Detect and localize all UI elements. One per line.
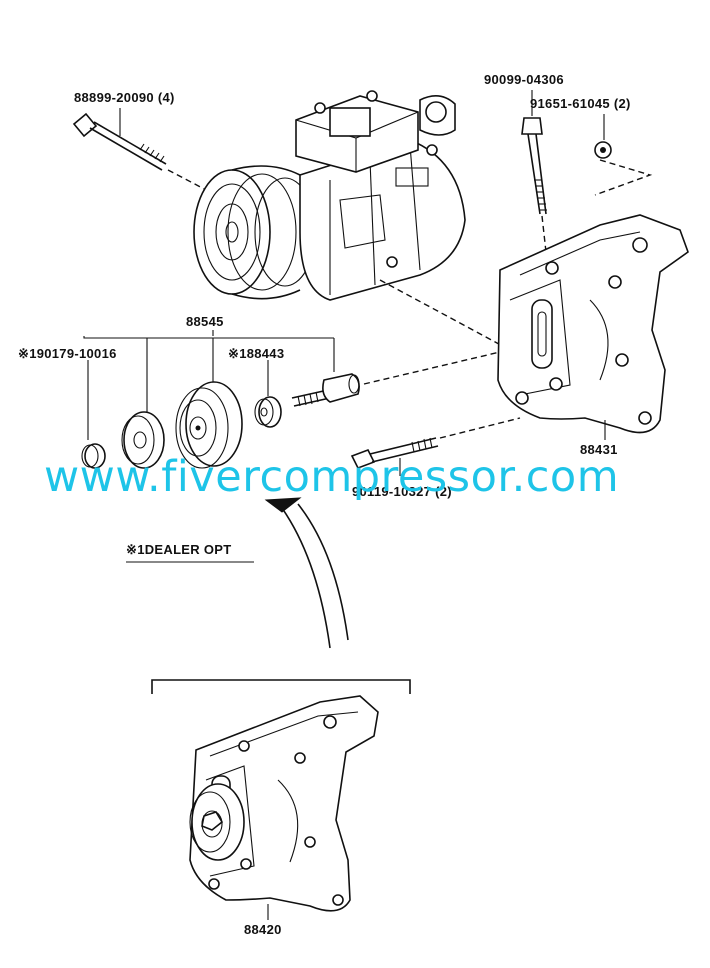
label-90119-10327: 90119-10327 (2) [352,484,452,499]
label-90179-10016: ※190179-10016 [18,346,117,361]
nut-91651-icon [594,141,612,159]
arrow-icon [264,497,349,649]
label-90099-04306: 90099-04306 [484,72,564,87]
label-88443: ※188443 [228,346,285,361]
bolt-88899-icon [72,112,167,171]
label-88420: 88420 [244,922,282,937]
bracket-88431-icon [497,214,689,434]
bracket-88420-icon [189,695,379,912]
label-88545: 88545 [186,314,224,329]
group-leader-88420 [151,679,411,694]
bolt-90119-icon [350,437,439,470]
label-dealer-opt: ※1DEALER OPT [126,542,232,557]
label-88431: 88431 [580,442,618,457]
pulley-88545-icon [175,381,243,469]
collar-90179-icon [81,443,106,469]
group-leader-88545 [83,330,335,418]
watermark-text: www.fivercompressor.com [44,452,620,502]
washer-icon [121,411,165,469]
spacer-88443-icon [254,396,282,428]
compressor-icon [193,90,466,301]
bolt-90099-icon [521,117,547,215]
label-91651-61045: 91651-61045 (2) [530,96,631,111]
label-88899-20090: 88899-20090 (4) [74,90,175,105]
adjusting-bolt-icon [291,373,360,407]
